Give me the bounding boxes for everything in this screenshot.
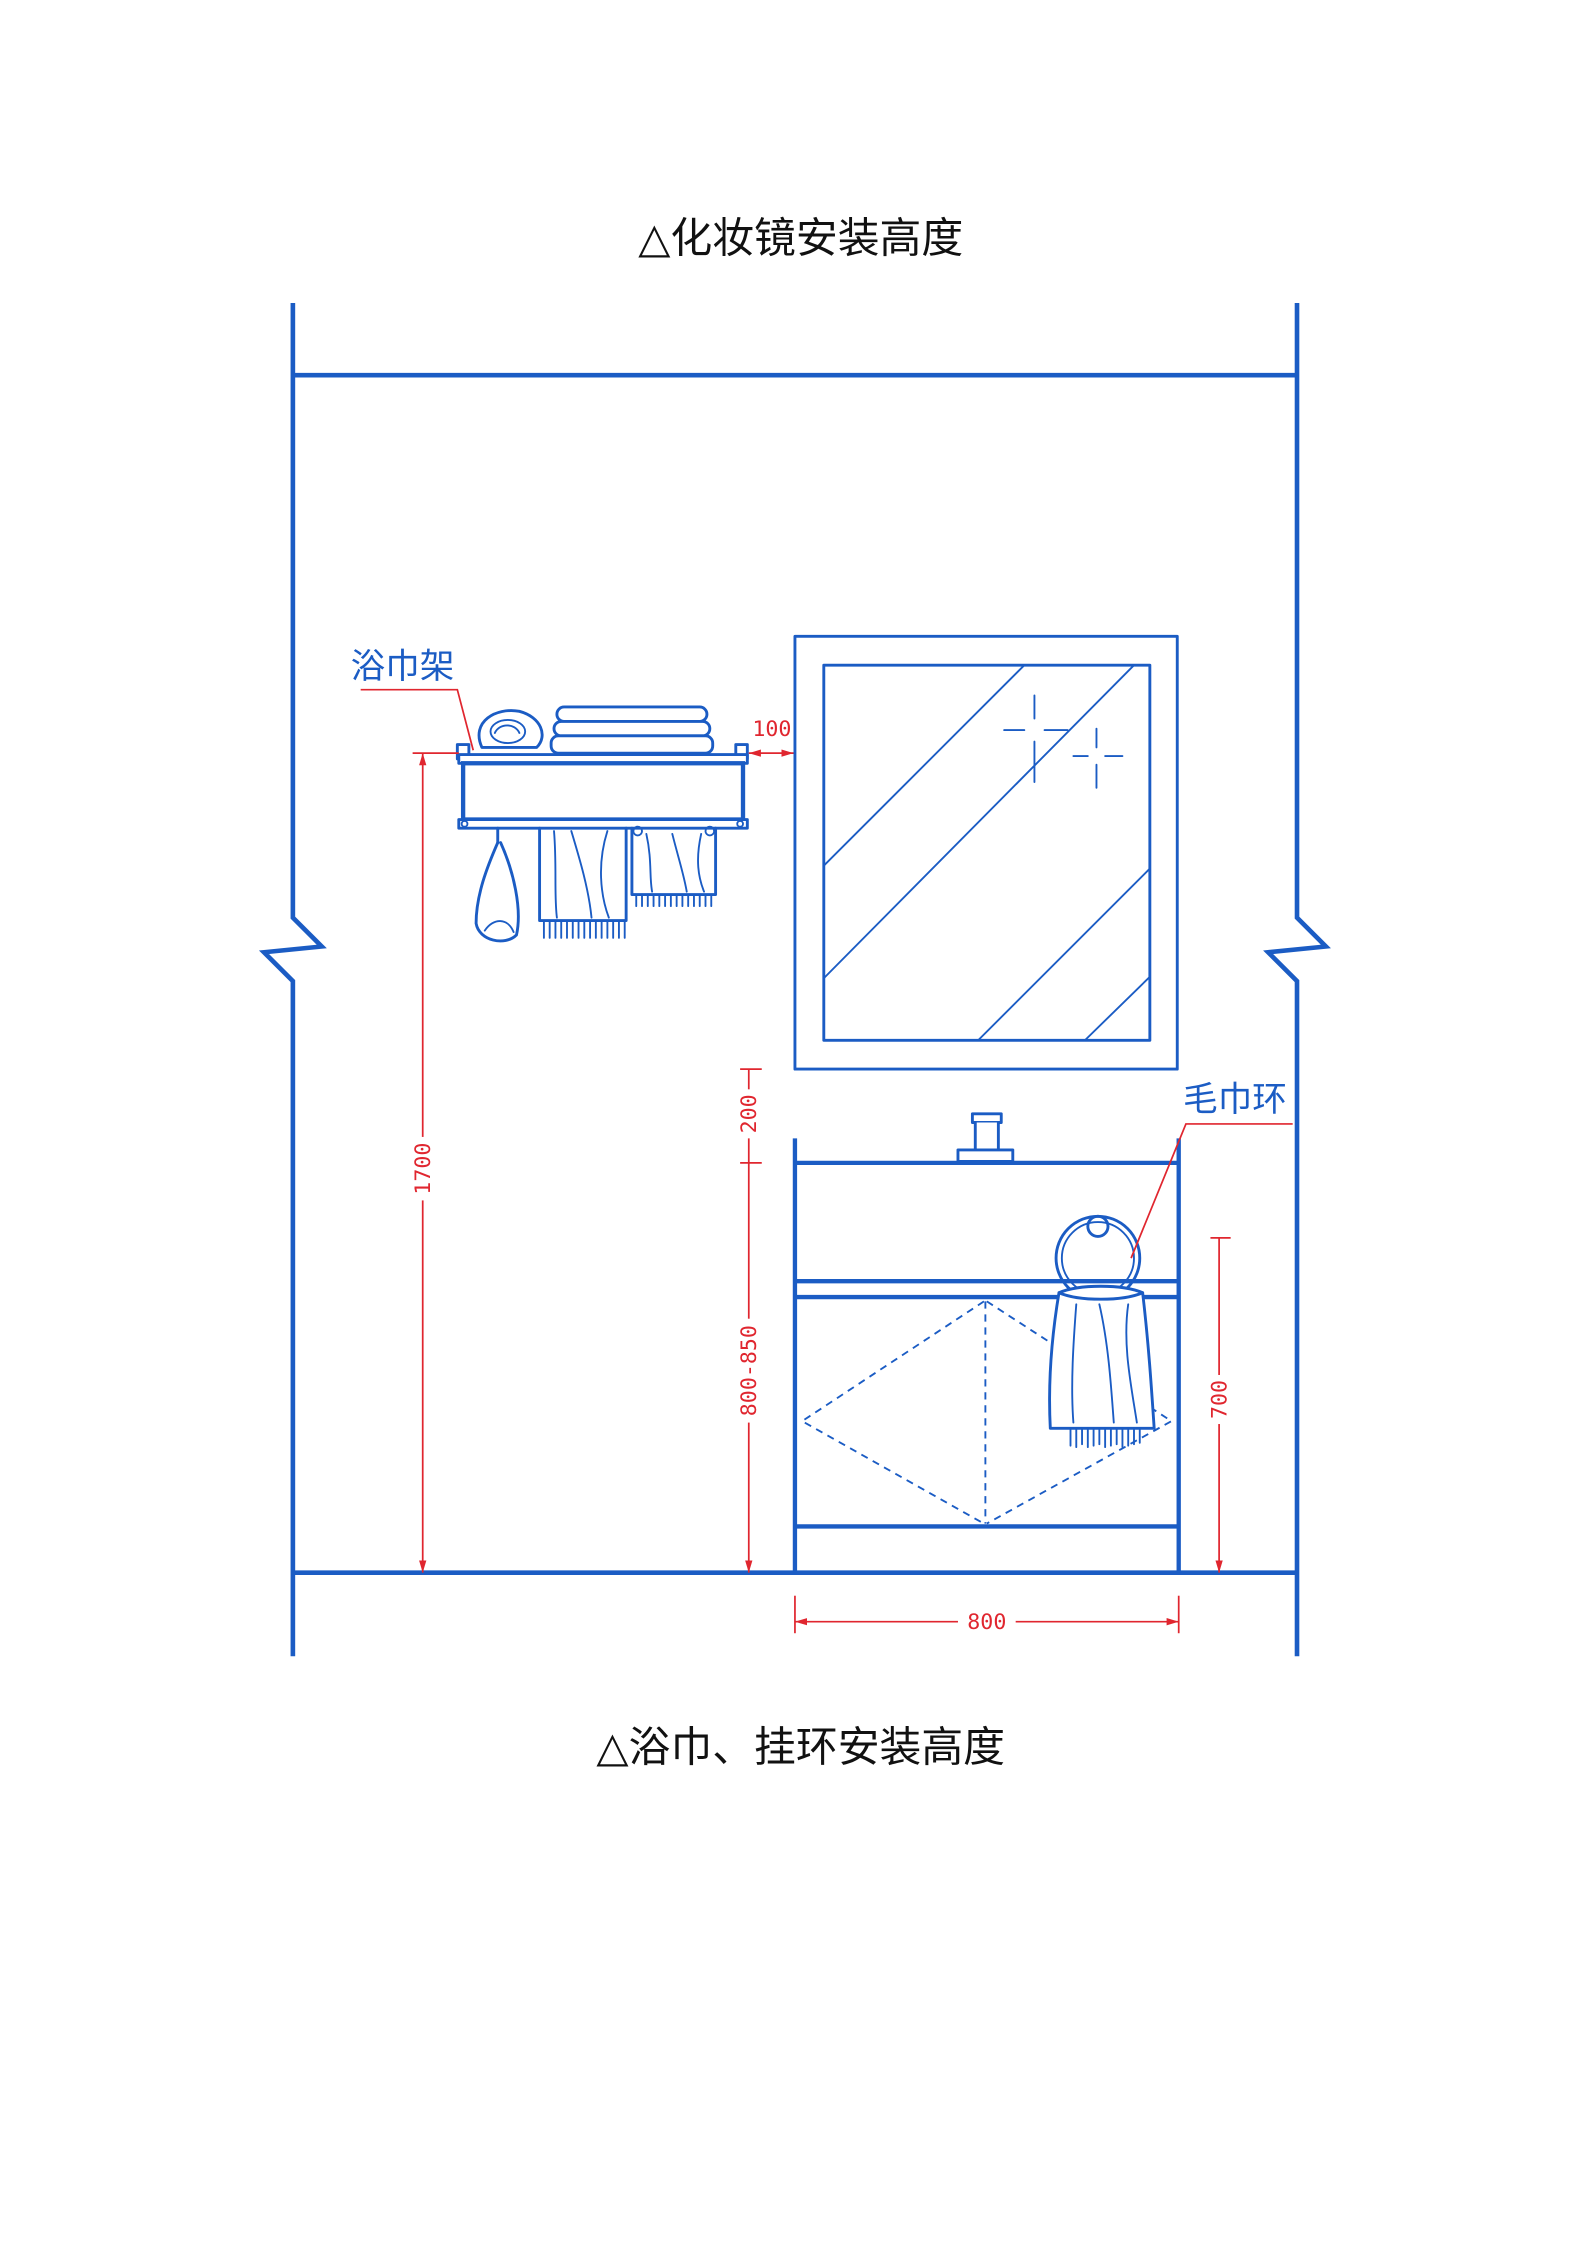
towel-rack [455, 705, 749, 943]
faucet-icon [956, 1112, 1015, 1163]
towel-ring-label: 毛巾环 [1183, 1080, 1287, 1120]
rack-bottom-rail [457, 818, 749, 830]
dimension-rack-height: 1700 [409, 752, 459, 1573]
hanging-bath-towel [538, 826, 628, 939]
towel-ring-leader [1130, 1123, 1293, 1259]
rack-body [460, 761, 746, 822]
dimension-ring-height: 700 [1206, 1237, 1232, 1573]
dimension-ring-height-text: 700 [1207, 1380, 1232, 1419]
rolled-towel [477, 709, 544, 749]
dimension-cabinet-width-text: 800 [967, 1610, 1006, 1635]
sparkle-icon [1003, 694, 1069, 783]
dimension-mirror-gap-text: 100 [752, 717, 791, 742]
left-wall [258, 303, 327, 1657]
towel-fringe [542, 919, 626, 939]
mirror-frame [793, 634, 1179, 1071]
right-wall [1263, 303, 1331, 1657]
caption-mirror-height: △化妆镜安装高度 [638, 214, 963, 263]
dimension-cabinet-width: 800 [794, 1595, 1180, 1635]
left-door-swing [800, 1300, 985, 1525]
hanging-hand-towel [474, 826, 520, 943]
ring-towel [1048, 1284, 1156, 1449]
dimension-rack-height-text: 1700 [411, 1143, 436, 1195]
towel-ring [1048, 1214, 1156, 1449]
hanging-face-towel [630, 825, 718, 908]
ring-mount [1086, 1214, 1110, 1238]
towel-fringe-small [635, 893, 713, 908]
dimension-counter-height: 800-850 [735, 1162, 762, 1573]
dimension-mirror-gap: 100 [748, 717, 794, 757]
room-outline [258, 303, 1331, 1657]
stacked-towels [549, 705, 715, 755]
mirror [793, 634, 1179, 1071]
dimension-counter-height-text: 800-850 [737, 1325, 762, 1416]
dimension-mirror-to-counter: 200 [735, 1068, 762, 1164]
sparkle-icon [1072, 727, 1124, 789]
towel-rack-label: 浴巾架 [351, 647, 455, 687]
towel-rack-leader [360, 688, 475, 751]
mirror-glass [822, 663, 1152, 1042]
ring-towel-fringe [1069, 1427, 1141, 1449]
dimension-mirror-to-counter-text: 200 [737, 1094, 762, 1133]
mirror-reflection-lines [822, 664, 1151, 1042]
caption-towel-ring-height: △浴巾、挂环安装高度 [596, 1723, 1005, 1772]
